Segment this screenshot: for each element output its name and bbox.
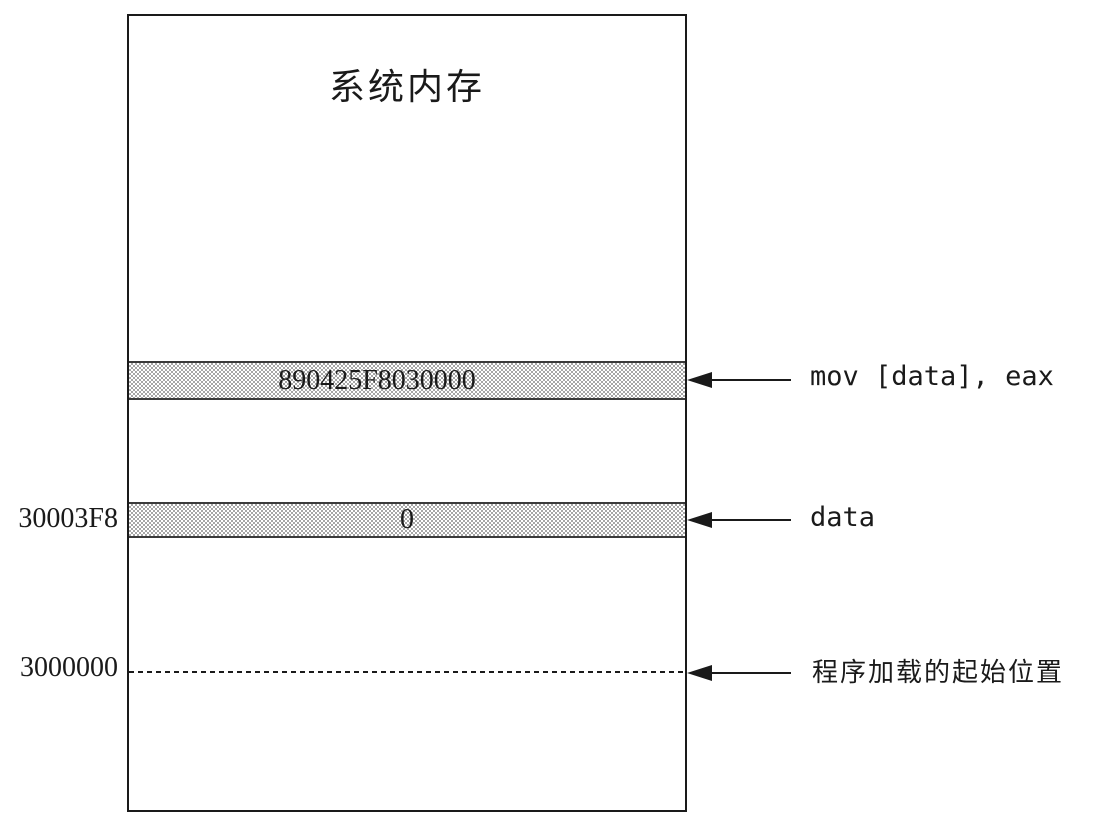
left-arrowhead-icon — [687, 665, 712, 681]
address-label-load-start: 3000000 — [20, 652, 118, 683]
left-arrowhead-icon — [687, 372, 712, 388]
arrow-to-instruction-cell — [687, 372, 791, 388]
system-memory-box: 系统内存 890425F8030000 0 — [127, 14, 687, 812]
memory-box-title: 系统内存 — [328, 67, 485, 107]
annotation-program-load-start: 程序加载的起始位置 — [812, 658, 1065, 687]
arrow-shaft — [711, 672, 791, 674]
arrow-to-load-start-line — [687, 665, 791, 681]
left-arrowhead-icon — [687, 512, 712, 528]
memory-cell-instruction: 890425F8030000 — [129, 361, 685, 400]
memory-cell-data: 0 — [129, 502, 685, 538]
annotation-data-label: data — [810, 502, 876, 533]
data-cell-value: 0 — [400, 504, 414, 535]
annotation-mov-instruction: mov [data], eax — [810, 361, 1054, 392]
arrow-to-data-cell — [687, 512, 791, 528]
arrow-shaft — [711, 519, 791, 521]
instruction-machine-code: 890425F8030000 — [278, 365, 476, 396]
arrow-shaft — [711, 379, 791, 381]
address-label-data: 30003F8 — [18, 503, 118, 534]
program-load-start-line — [129, 671, 685, 673]
